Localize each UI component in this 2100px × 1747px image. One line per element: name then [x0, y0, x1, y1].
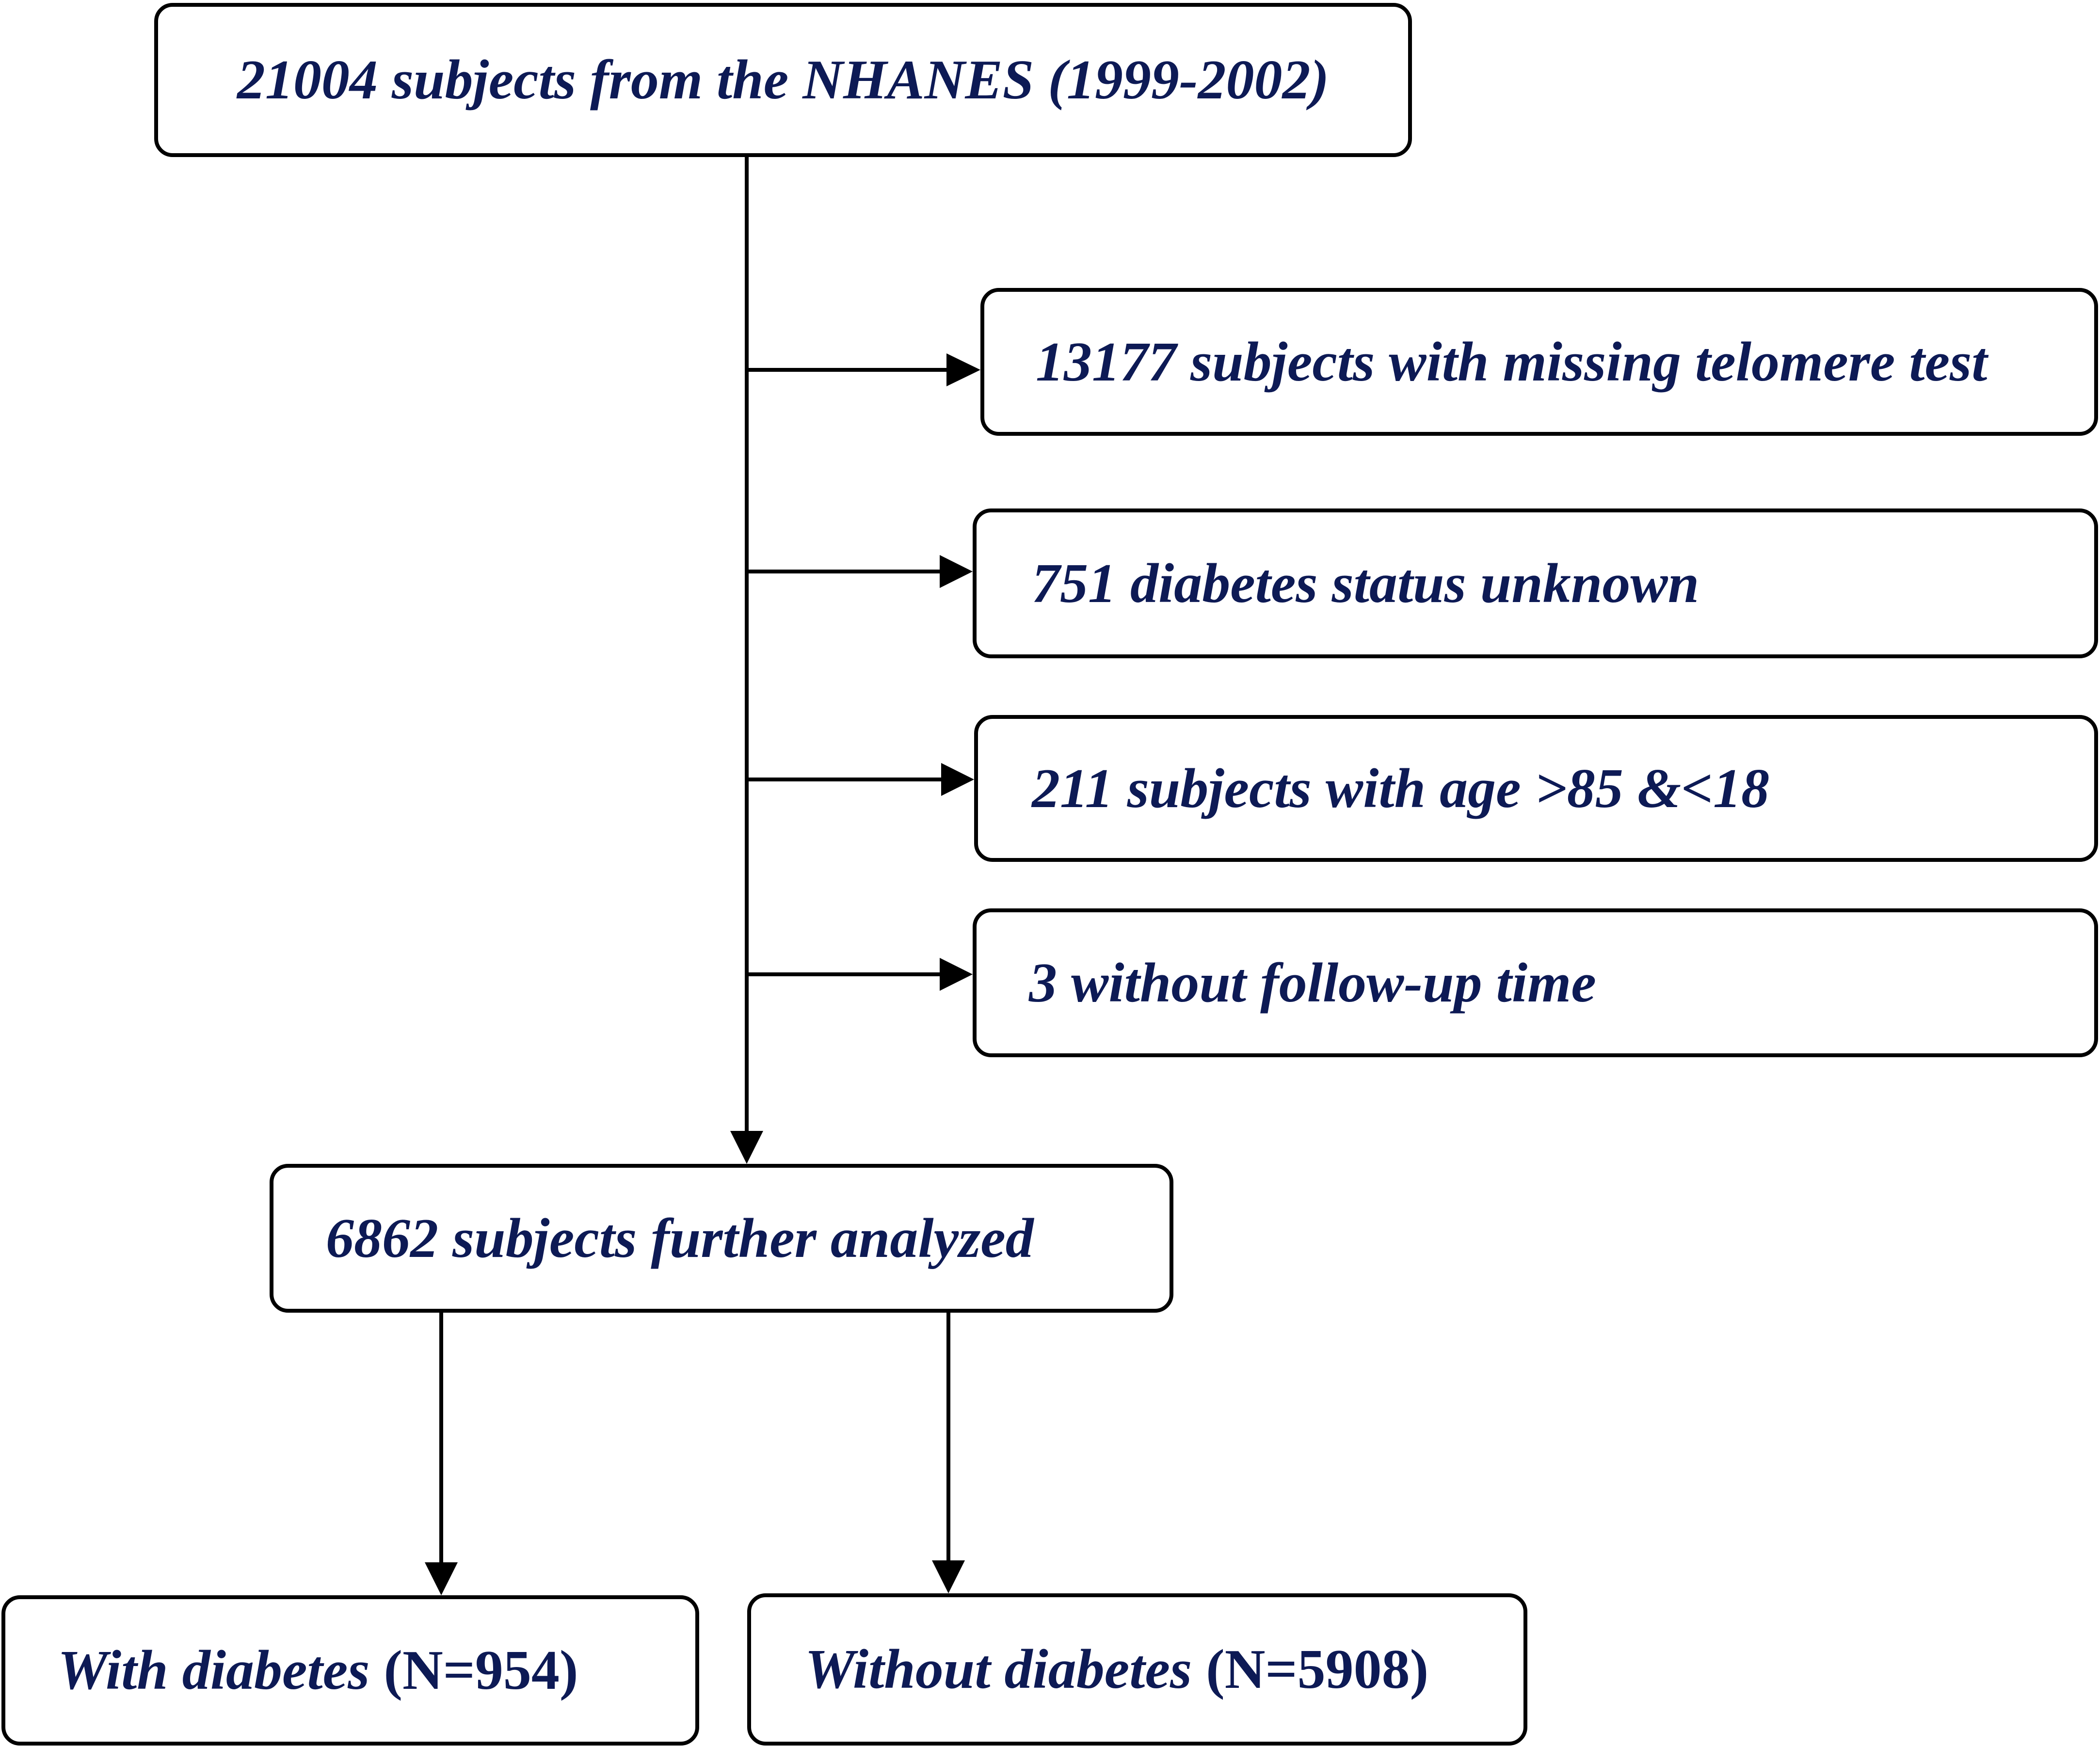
exclusion-label-age: 211 subjects with age >85 &<18: [1032, 757, 1770, 820]
without-diabetes-count: (N=5908): [1206, 1638, 1429, 1700]
arrowhead-exclusion-3: [941, 763, 974, 796]
with-diabetes-label: With diabetes (N=954): [58, 1642, 578, 1699]
analyzed-population-box: 6862 subjects further analyzed: [270, 1164, 1173, 1313]
exclusion-label-diabetes-unknown: 751 diabetes status unknown: [1032, 552, 1699, 615]
exclusion-box-missing-telomere: 13177 subjects with missing telomere tes…: [980, 288, 2098, 436]
analyzed-population-label: 6862 subjects further analyzed: [326, 1207, 1034, 1270]
arrowhead-exclusion-4: [940, 958, 973, 991]
source-population-box: 21004 subjects from the NHANES (1999-200…: [154, 3, 1412, 157]
arrowhead-analyzed: [730, 1131, 763, 1164]
arrowhead-with-diabetes: [425, 1562, 458, 1595]
exclusion-label-missing-telomere: 13177 subjects with missing telomere tes…: [1036, 331, 1988, 393]
arrowhead-exclusion-1: [946, 353, 980, 386]
without-diabetes-box: Without diabetes (N=5908): [747, 1593, 1527, 1746]
without-diabetes-label: Without diabetes (N=5908): [805, 1641, 1428, 1698]
exclusion-box-follow-up: 3 without follow-up time: [973, 908, 2098, 1057]
with-diabetes-box: With diabetes (N=954): [1, 1595, 699, 1746]
exclusion-label-follow-up: 3 without follow-up time: [1029, 952, 1596, 1014]
exclusion-box-diabetes-unknown: 751 diabetes status unknown: [973, 508, 2098, 658]
source-population-label: 21004 subjects from the NHANES (1999-200…: [237, 49, 1330, 111]
with-diabetes-count: (N=954): [384, 1639, 578, 1701]
without-diabetes-group-name: Without diabetes: [805, 1638, 1192, 1700]
arrowhead-without-diabetes: [932, 1560, 965, 1593]
arrowhead-exclusion-2: [940, 555, 973, 588]
with-diabetes-group-name: With diabetes: [58, 1639, 370, 1701]
exclusion-box-age: 211 subjects with age >85 &<18: [974, 715, 2098, 862]
